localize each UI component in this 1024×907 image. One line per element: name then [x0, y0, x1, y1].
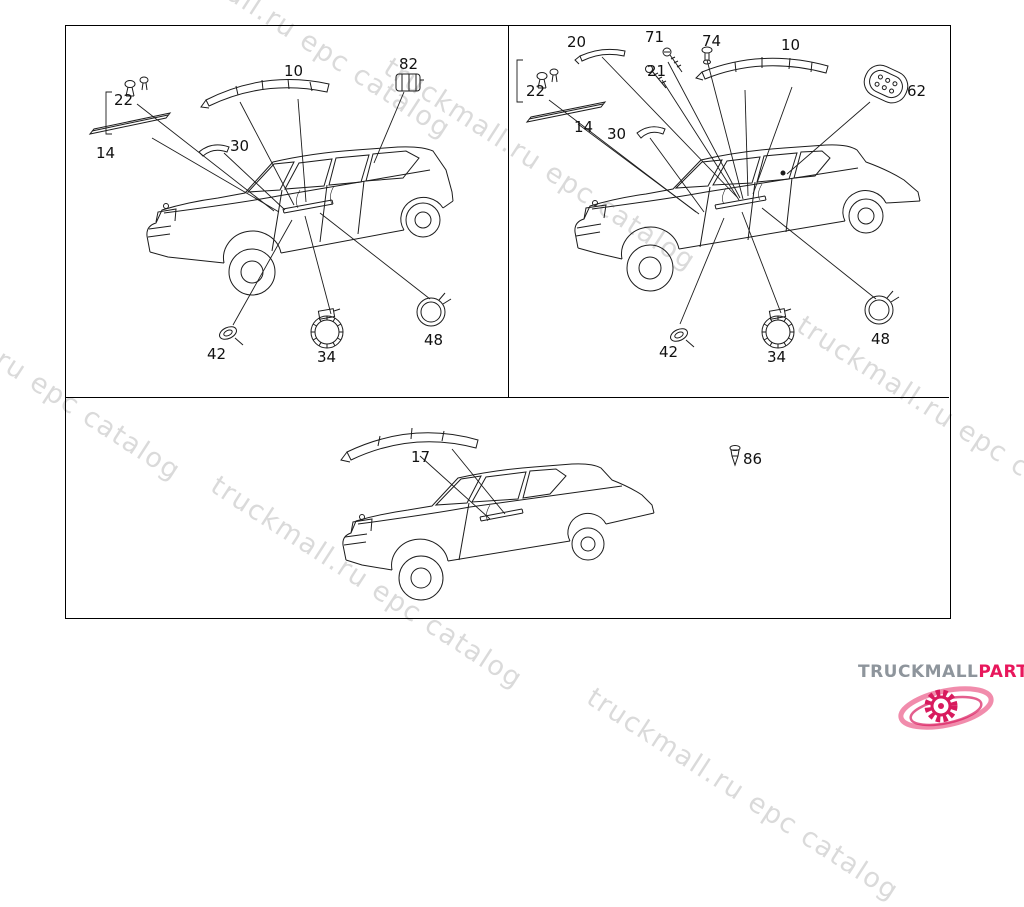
logo: TRUCKMALLPARTS: [858, 662, 1024, 682]
part-label-10: 10: [284, 62, 304, 80]
watermark: truckmall.ru epc catalog: [581, 682, 905, 907]
part-label-62: 62: [907, 82, 927, 100]
part-label-74: 74: [702, 32, 722, 50]
part-label-14: 14: [574, 118, 594, 136]
part-label-86: 86: [743, 450, 763, 468]
part-label-22: 22: [114, 91, 134, 109]
part-label-82: 82: [399, 55, 419, 73]
part-label-34: 34: [767, 348, 787, 366]
part-label-14: 14: [96, 144, 116, 162]
logo-graphic: [898, 686, 994, 730]
panel-divider-horizontal: [65, 397, 949, 398]
part-label-20: 20: [567, 33, 587, 51]
part-label-48: 48: [871, 330, 891, 348]
part-label-42: 42: [207, 345, 227, 363]
part-label-42: 42: [659, 343, 679, 361]
part-label-21: 21: [647, 62, 667, 80]
part-label-71: 71: [645, 28, 665, 46]
logo-accent-text: PARTS: [978, 662, 1024, 682]
part-label-30: 30: [607, 125, 627, 143]
logo-brand-text: TRUCKMALL: [858, 662, 979, 682]
part-label-48: 48: [424, 331, 444, 349]
part-label-22: 22: [526, 82, 546, 100]
panel-divider-vertical: [508, 25, 509, 397]
part-label-34: 34: [317, 348, 337, 366]
part-label-17: 17: [411, 448, 431, 466]
part-label-30: 30: [230, 137, 250, 155]
part-label-10: 10: [781, 36, 801, 54]
